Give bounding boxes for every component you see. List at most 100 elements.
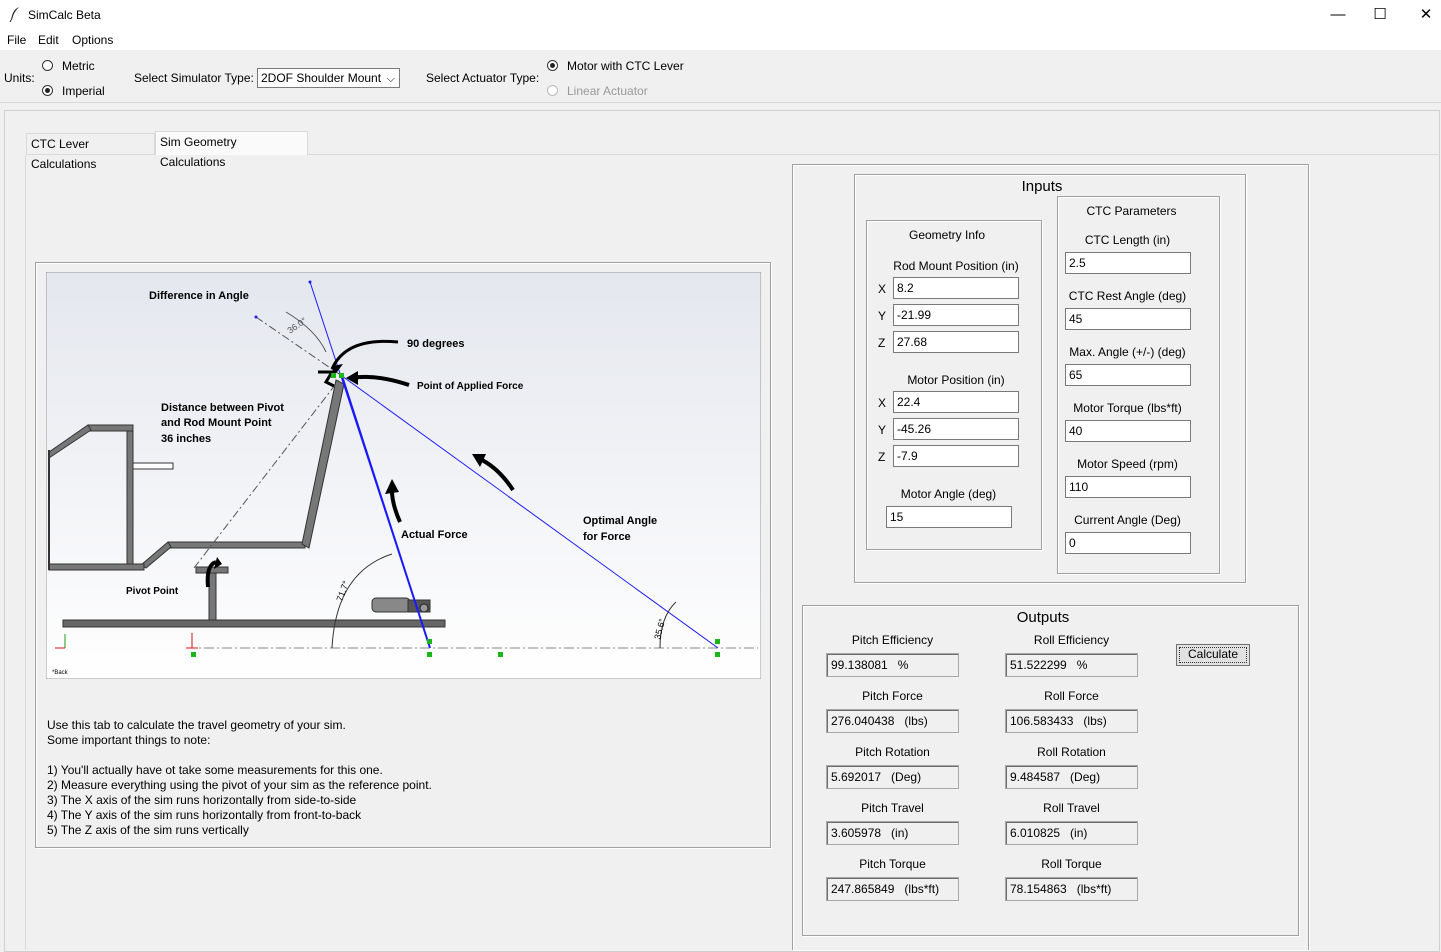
minimize-button[interactable]: — xyxy=(1330,6,1346,23)
outputs-title: Outputs xyxy=(1012,609,1074,626)
rod-y-input[interactable]: -21.99 xyxy=(893,304,1019,326)
pitch-force-label: Pitch Force xyxy=(862,689,923,703)
note-line: 1) You'll actually have ot take some mea… xyxy=(47,763,383,777)
close-button[interactable]: ✕ xyxy=(1419,6,1433,23)
difference-arc xyxy=(285,311,327,353)
motor-y-input[interactable]: -45.26 xyxy=(893,418,1019,440)
arc-71 xyxy=(331,553,393,649)
current-angle-input[interactable]: 0 xyxy=(1065,532,1191,554)
sim-type-label: Select Simulator Type: xyxy=(134,71,254,85)
linear-actuator-label: Linear Actuator xyxy=(567,84,648,98)
point-dot xyxy=(254,315,258,319)
max-angle-input[interactable]: 65 xyxy=(1065,364,1191,386)
motor-ctc-label: Motor with CTC Lever xyxy=(567,59,684,73)
menu-edit[interactable]: Edit xyxy=(38,33,59,47)
max-angle-label: Max. Angle (+/-) (deg) xyxy=(1069,345,1186,359)
geometry-info-title: Geometry Info xyxy=(908,228,986,242)
roll-efficiency-output: 51.522299 % xyxy=(1005,653,1138,677)
tab-panel-left-edge xyxy=(25,155,26,950)
tab-ctc-lever[interactable]: CTC Lever Calculations xyxy=(26,133,155,171)
ctc-length-input[interactable]: 2.5 xyxy=(1065,252,1191,274)
imperial-radio[interactable] xyxy=(42,85,53,96)
imperial-label: Imperial xyxy=(62,84,105,98)
tab-divider-right xyxy=(308,154,1440,155)
maximize-button[interactable]: ☐ xyxy=(1373,6,1387,23)
label-difference-in-angle: Difference in Angle xyxy=(149,290,249,302)
optimal-force-arrowhead xyxy=(472,454,486,467)
chevron-down-icon: ⌵ xyxy=(386,73,395,85)
motor-speed-label: Motor Speed (rpm) xyxy=(1077,457,1178,471)
pitch-travel-label: Pitch Travel xyxy=(861,801,924,815)
pitch-force-output: 276.040438 (lbs) xyxy=(826,709,959,733)
pitch-efficiency-output: 99.138081 % xyxy=(826,653,959,677)
motor-z-input[interactable]: -7.9 xyxy=(893,445,1019,467)
rod-z-label: Z xyxy=(878,336,886,350)
instructions-text: Use this tab to calculate the travel geo… xyxy=(47,718,432,838)
rod-y-label: Y xyxy=(878,309,887,323)
metric-radio[interactable] xyxy=(42,60,53,71)
motor-speed-input[interactable]: 110 xyxy=(1065,476,1191,498)
rod-x-label: X xyxy=(878,282,887,296)
roll-force-output: 106.583433 (lbs) xyxy=(1005,709,1138,733)
roll-travel-label: Roll Travel xyxy=(1043,801,1100,815)
motor-torque-label: Motor Torque (lbs*ft) xyxy=(1073,401,1182,415)
rod-z-input[interactable]: 27.68 xyxy=(893,331,1019,353)
arc-35 xyxy=(659,601,677,649)
window-title: SimCalc Beta xyxy=(28,8,101,22)
menu-file[interactable]: File xyxy=(7,33,27,47)
motor-angle-input[interactable]: 15 xyxy=(886,506,1012,528)
roll-torque-output: 78.154863 (lbs*ft) xyxy=(1005,877,1138,901)
calc-panel-frame xyxy=(792,164,1309,950)
difference-angle-line xyxy=(255,316,343,377)
rod-x-input[interactable]: 8.2 xyxy=(893,277,1019,299)
note-line: 4) The Y axis of the sim runs horizontal… xyxy=(47,808,362,822)
roll-efficiency-label: Roll Efficiency xyxy=(1033,633,1110,647)
motor-angle-label: Motor Angle (deg) xyxy=(900,487,997,501)
roll-rotation-output: 9.484587 (Deg) xyxy=(1005,765,1138,789)
ctc-rest-angle-input[interactable]: 45 xyxy=(1065,308,1191,330)
motor-x-input[interactable]: 22.4 xyxy=(893,391,1019,413)
motor-z-label: Z xyxy=(878,450,886,464)
pitch-travel-output: 3.605978 (in) xyxy=(826,821,959,845)
base-rail xyxy=(62,619,446,628)
motor-torque-input[interactable]: 40 xyxy=(1065,420,1191,442)
feather-icon xyxy=(9,7,19,22)
pivot-arrow xyxy=(205,560,217,588)
pitch-rotation-output: 5.692017 (Deg) xyxy=(826,765,959,789)
actual-force-arrowhead xyxy=(385,479,399,494)
units-label: Units: xyxy=(4,71,35,85)
motor-x-label: X xyxy=(878,396,887,410)
ninety-arrow xyxy=(330,339,399,370)
label-actual-force: Actual Force xyxy=(401,529,468,541)
point-dot xyxy=(308,280,312,284)
tab-sim-geometry[interactable]: Sim Geometry Calculations xyxy=(155,131,308,169)
label-pivot-point: Pivot Point xyxy=(126,586,179,597)
note-line xyxy=(47,748,432,763)
applied-force-arrowhead xyxy=(346,371,358,385)
label-optimal-2: for Force xyxy=(583,531,631,543)
pitch-rotation-label: Pitch Rotation xyxy=(855,745,930,759)
ctc-parameters-frame xyxy=(1057,196,1220,574)
geometry-diagram: Difference in Angle 90 degrees Point of … xyxy=(46,272,761,679)
note-line: Use this tab to calculate the travel geo… xyxy=(47,718,346,732)
outputs-frame xyxy=(802,605,1299,936)
sim-type-select[interactable]: 2DOF Shoulder Mount ⌵ xyxy=(257,68,400,88)
calculate-button[interactable]: Calculate xyxy=(1176,644,1250,666)
motor-icon xyxy=(371,597,431,613)
menu-options[interactable]: Options xyxy=(72,33,114,47)
ctc-parameters-title: CTC Parameters xyxy=(1086,204,1177,218)
note-line: 3) The X axis of the sim runs horizontal… xyxy=(47,793,357,807)
diagram-frame xyxy=(35,262,771,848)
label-back: *Back xyxy=(52,670,69,676)
diagram-background xyxy=(46,272,761,679)
sim-type-value: 2DOF Shoulder Mount xyxy=(261,71,382,85)
motor-y-label: Y xyxy=(878,423,887,437)
pivot-arrowhead xyxy=(214,557,222,569)
pitch-torque-label: Pitch Torque xyxy=(859,857,926,871)
motor-position-label: Motor Position (in) xyxy=(907,373,1005,387)
note-line: 2) Measure everything using the pivot of… xyxy=(47,778,432,792)
note-line: Some important things to note: xyxy=(47,733,211,747)
label-distance-2: and Rod Mount Point xyxy=(161,417,272,429)
linear-actuator-radio[interactable] xyxy=(547,85,558,96)
motor-ctc-radio[interactable] xyxy=(547,60,558,71)
